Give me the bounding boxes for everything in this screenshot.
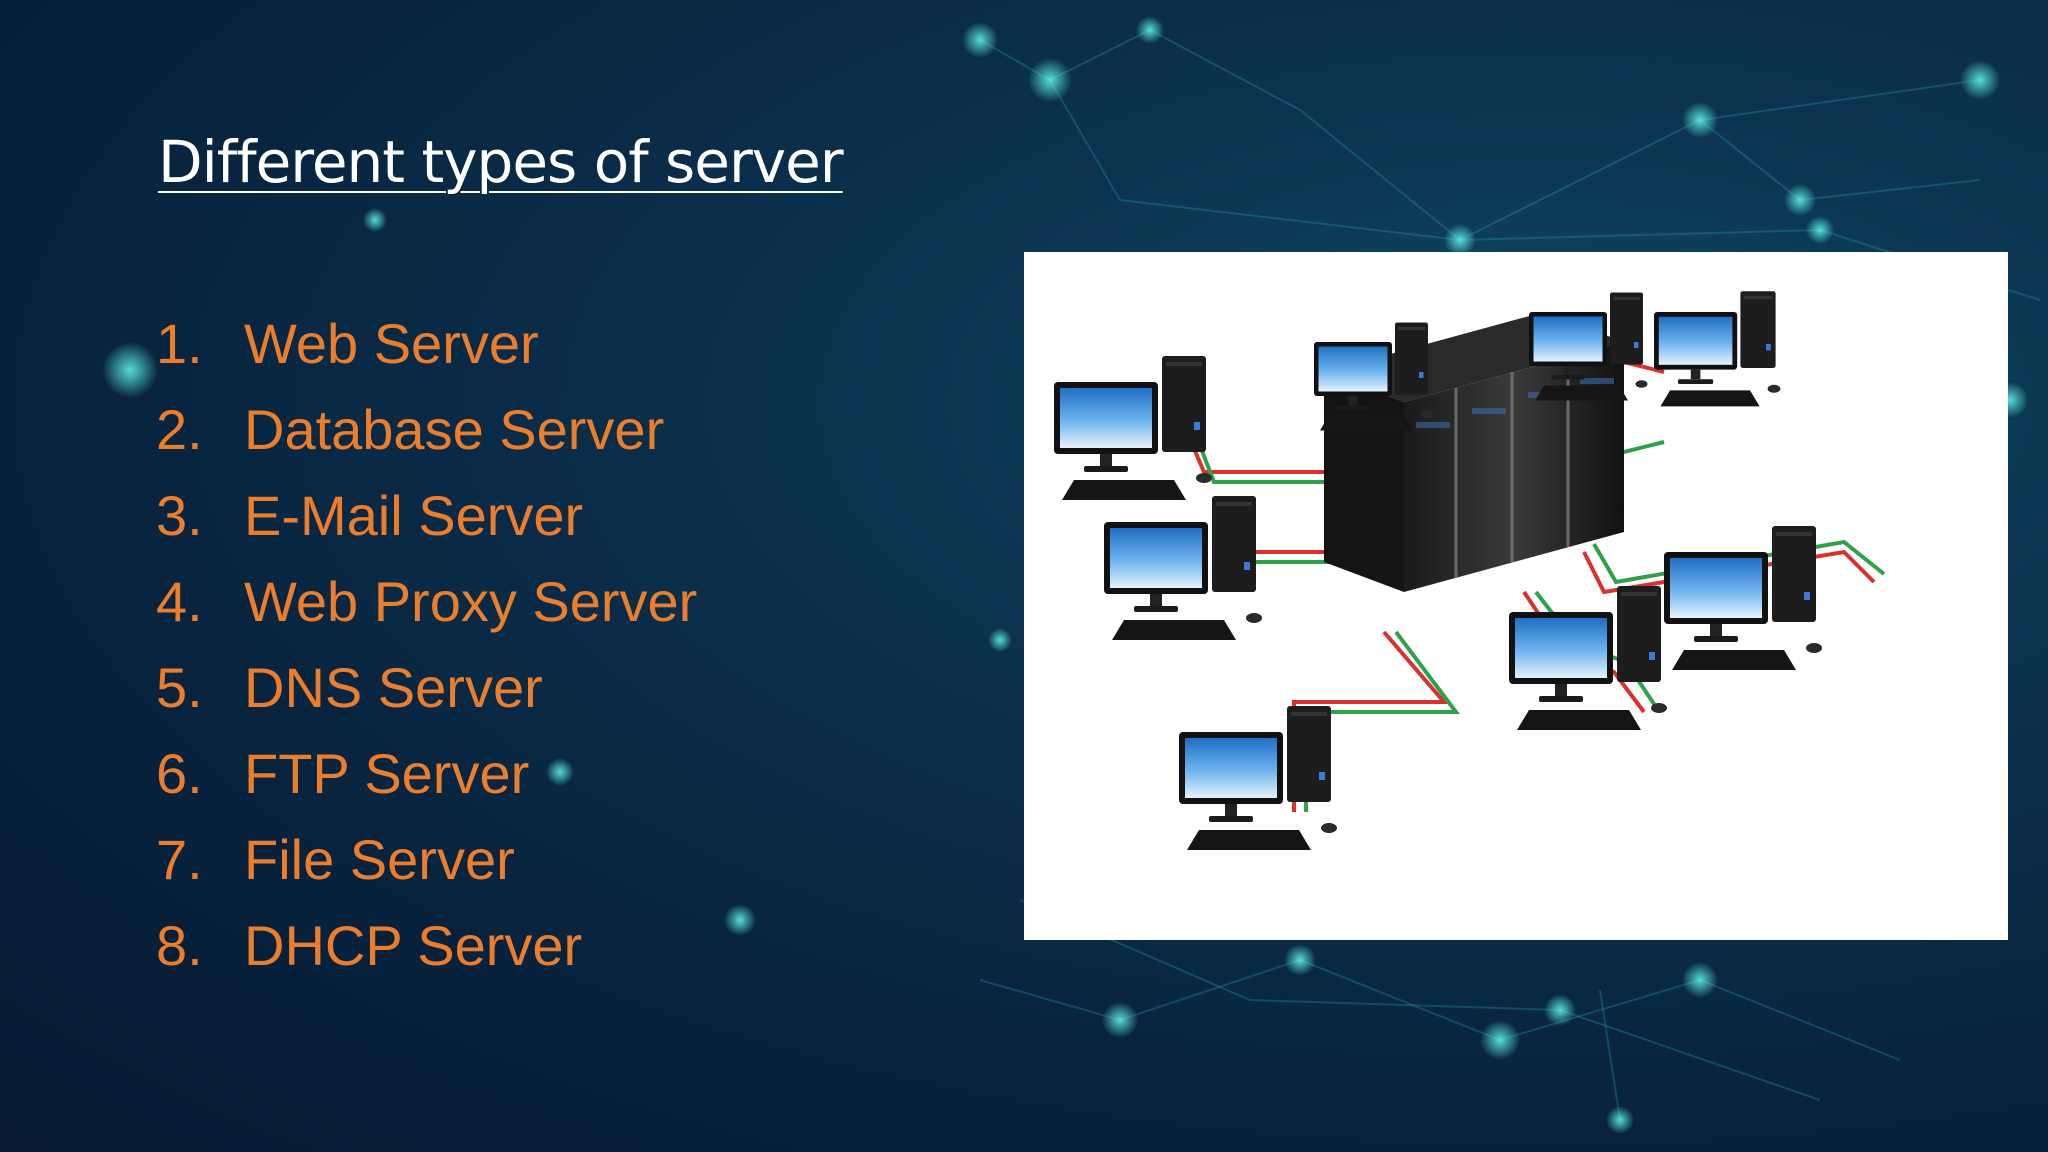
list-item: 8. DHCP Server bbox=[156, 910, 697, 996]
server-network-icon bbox=[1054, 291, 1886, 850]
list-item-number: 4. bbox=[156, 570, 203, 633]
list-item-label: FTP Server bbox=[244, 742, 530, 805]
list-item-label: E-Mail Server bbox=[244, 484, 584, 547]
list-item-number: 7. bbox=[156, 828, 203, 891]
list-item-number: 2. bbox=[156, 398, 203, 461]
list-item: 5. DNS Server bbox=[156, 652, 697, 738]
list-item-number: 5. bbox=[156, 656, 203, 719]
list-item-label: Web Server bbox=[244, 312, 539, 375]
slide-title: Different types of server bbox=[158, 128, 844, 196]
list-item-number: 3. bbox=[156, 484, 203, 547]
list-item: 3. E-Mail Server bbox=[156, 480, 697, 566]
list-item-label: DHCP Server bbox=[244, 914, 583, 977]
server-network-image bbox=[1024, 252, 2008, 940]
list-item-label: Web Proxy Server bbox=[244, 570, 698, 633]
list-item-number: 1. bbox=[156, 312, 203, 375]
list-item: 1. Web Server bbox=[156, 308, 697, 394]
list-item-number: 8. bbox=[156, 914, 203, 977]
list-item-number: 6. bbox=[156, 742, 203, 805]
list-item-label: Database Server bbox=[244, 398, 665, 461]
list-item-label: File Server bbox=[244, 828, 515, 891]
list-item: 4. Web Proxy Server bbox=[156, 566, 697, 652]
server-types-list: 1. Web Server 2. Database Server 3. E-Mail … bbox=[156, 308, 697, 996]
list-item: 7. File Server bbox=[156, 824, 697, 910]
list-item: 2. Database Server bbox=[156, 394, 697, 480]
list-item: 6. FTP Server bbox=[156, 738, 697, 824]
list-item-label: DNS Server bbox=[244, 656, 543, 719]
